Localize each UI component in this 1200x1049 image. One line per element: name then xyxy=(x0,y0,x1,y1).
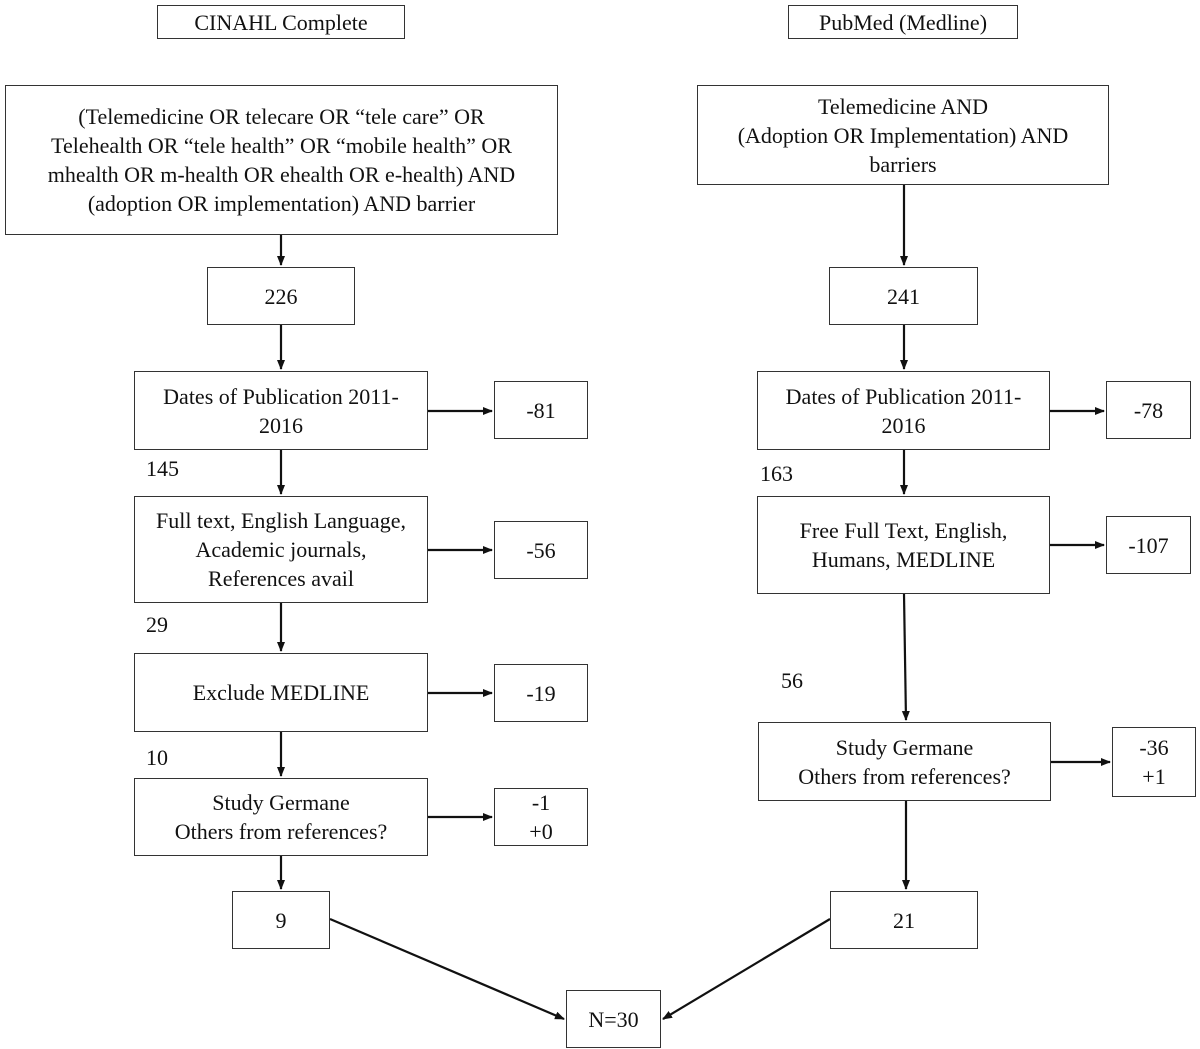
pubmed-dates-removed-box: -78 xyxy=(1106,381,1191,439)
cinahl-dates-filter-box: Dates of Publication 2011- 2016 xyxy=(134,371,428,450)
pubmed-fulltext-removed-box: -107 xyxy=(1106,516,1191,574)
pubmed-database-title: PubMed (Medline) xyxy=(788,5,1018,39)
pubmed-fulltext-filter-box: Free Full Text, English, Humans, MEDLINE xyxy=(757,496,1050,594)
pubmed-germane-added: +1 xyxy=(1142,764,1166,789)
arrow-pubmed-fulltext-to-germane xyxy=(901,593,910,721)
cinahl-germane-filter-box: Study Germane Others from references? xyxy=(134,778,428,856)
cinahl-germane-removed: -1 xyxy=(531,790,551,815)
total-count-box: N=30 xyxy=(566,990,661,1048)
pubmed-count-after-fulltext: 56 xyxy=(781,668,803,693)
cinahl-query-line: (Telemedicine OR telecare OR “tele care”… xyxy=(78,104,485,129)
cinahl-final-count-box: 9 xyxy=(232,891,330,949)
arrow-cinahl-final-to-total xyxy=(329,917,565,1021)
pubmed-title-text: PubMed (Medline) xyxy=(818,9,988,35)
cinahl-count-after-dates: 145 xyxy=(146,456,179,481)
pubmed-dates-filter-line: 2016 xyxy=(881,412,926,438)
pubmed-germane-filter-line: Study Germane xyxy=(835,734,974,760)
cinahl-title-text: CINAHL Complete xyxy=(194,9,368,35)
pubmed-germane-removed: -36 xyxy=(1139,735,1169,760)
cinahl-fulltext-filter-box: Full text, English Language, Academic jo… xyxy=(134,496,428,603)
pubmed-search-query-box: Telemedicine AND (Adoption OR Implementa… xyxy=(697,85,1109,185)
cinahl-count-after-fulltext: 29 xyxy=(146,612,168,637)
pubmed-query-line: Telemedicine AND xyxy=(817,93,989,119)
cinahl-exclude-filter-text: Exclude MEDLINE xyxy=(192,680,370,705)
cinahl-exclude-filter-box: Exclude MEDLINE xyxy=(134,653,428,732)
cinahl-exclude-removed-box: -19 xyxy=(494,664,588,722)
cinahl-final-count: 9 xyxy=(275,907,287,933)
cinahl-query-line: mhealth OR m-health OR ehealth OR e-heal… xyxy=(47,162,516,187)
cinahl-germane-added: +0 xyxy=(529,819,553,844)
pubmed-germane-filter-line: Others from references? xyxy=(798,763,1011,789)
cinahl-search-query-box: (Telemedicine OR telecare OR “tele care”… xyxy=(5,85,558,235)
pubmed-initial-count: 241 xyxy=(887,283,920,309)
cinahl-fulltext-filter-line: References avail xyxy=(208,566,354,591)
pubmed-germane-removed-box: -36 +1 xyxy=(1112,727,1196,797)
total-count: N=30 xyxy=(588,1006,639,1032)
cinahl-dates-filter-line: 2016 xyxy=(259,412,303,438)
cinahl-initial-count: 226 xyxy=(264,283,298,309)
cinahl-query-line: (adoption OR implementation) AND barrier xyxy=(87,191,476,216)
cinahl-fulltext-filter-line: Full text, English Language, xyxy=(156,508,406,533)
pubmed-final-count: 21 xyxy=(893,907,915,933)
pubmed-dates-filter-line: Dates of Publication 2011- xyxy=(785,383,1022,409)
cinahl-database-title: CINAHL Complete xyxy=(157,5,405,39)
pubmed-fulltext-filter-line: Humans, MEDLINE xyxy=(811,547,996,572)
cinahl-dates-filter-line: Dates of Publication 2011- xyxy=(163,383,399,409)
pubmed-count-after-dates: 163 xyxy=(760,461,793,486)
cinahl-dates-removed: -81 xyxy=(526,397,556,423)
cinahl-germane-removed-box: -1 +0 xyxy=(494,788,588,846)
cinahl-fulltext-removed-box: -56 xyxy=(494,521,588,579)
cinahl-germane-filter-line: Study Germane xyxy=(212,790,350,815)
cinahl-fulltext-filter-line: Academic journals, xyxy=(195,537,367,562)
pubmed-final-count-box: 21 xyxy=(830,891,978,949)
pubmed-query-line: (Adoption OR Implementation) AND xyxy=(737,122,1069,148)
cinahl-count-after-exclude: 10 xyxy=(146,745,168,770)
cinahl-exclude-removed: -19 xyxy=(526,680,556,706)
cinahl-dates-removed-box: -81 xyxy=(494,381,588,439)
cinahl-query-line: Telehealth OR “tele health” OR “mobile h… xyxy=(51,133,512,158)
pubmed-query-line: barriers xyxy=(869,151,937,177)
pubmed-fulltext-filter-line: Free Full Text, English, xyxy=(799,518,1008,543)
pubmed-dates-removed: -78 xyxy=(1133,397,1164,423)
pubmed-dates-filter-box: Dates of Publication 2011- 2016 xyxy=(757,371,1050,450)
pubmed-fulltext-removed: -107 xyxy=(1128,532,1169,558)
cinahl-germane-filter-line: Others from references? xyxy=(174,819,388,844)
cinahl-initial-count-box: 226 xyxy=(207,267,355,325)
pubmed-initial-count-box: 241 xyxy=(829,267,978,325)
cinahl-fulltext-removed: -56 xyxy=(526,537,556,563)
arrow-pubmed-final-to-total xyxy=(662,918,831,1020)
pubmed-germane-filter-box: Study Germane Others from references? xyxy=(758,722,1051,801)
